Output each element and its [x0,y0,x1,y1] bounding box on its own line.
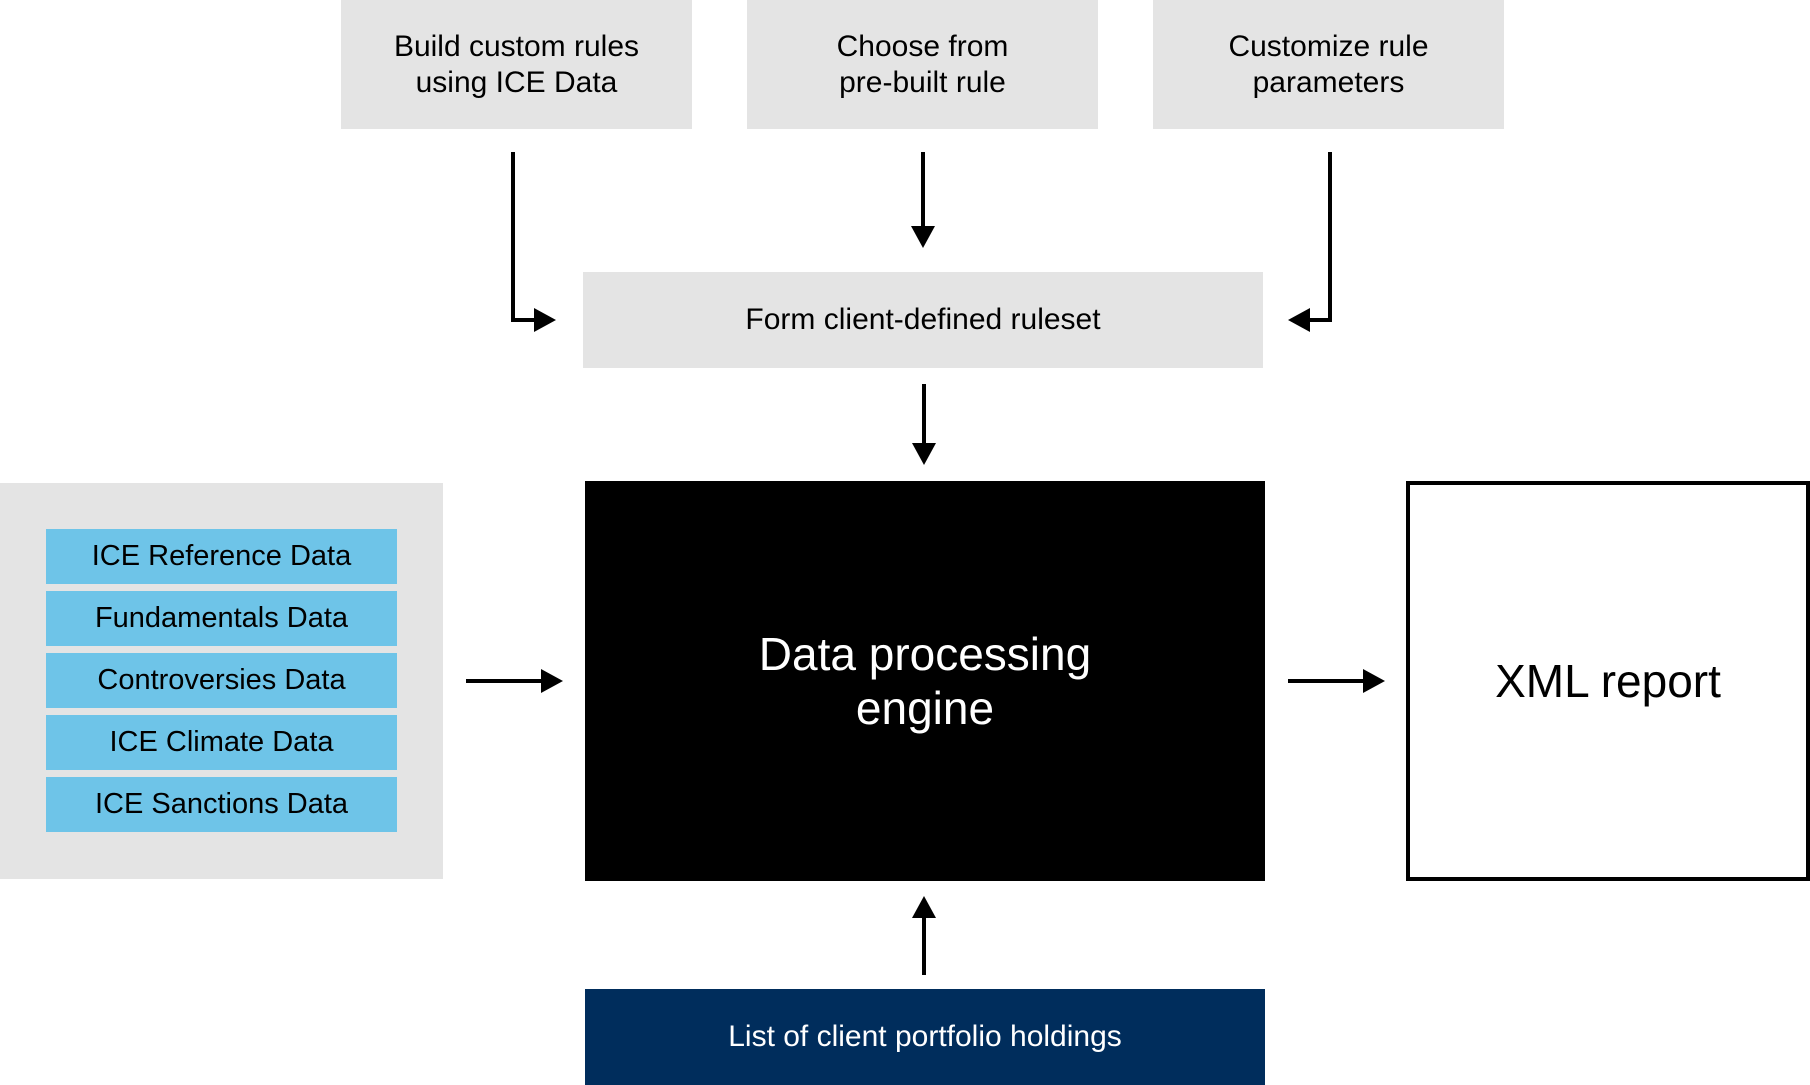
data-source-item: Fundamentals Data [46,591,397,646]
arrow-customize-to-ruleset [1308,152,1332,322]
data-sources-panel: ICE Reference Data Fundamentals Data Con… [0,483,443,879]
portfolio-holdings-box: List of client portfolio holdings [585,989,1265,1085]
arrowhead-sources [541,669,563,693]
arrowhead-customize [1288,308,1310,332]
choose-prebuilt-rule-box: Choose from pre-built rule [747,0,1098,129]
arrow-build-to-ruleset [511,152,536,322]
data-source-item: Controversies Data [46,653,397,708]
choose-prebuilt-rule-line2: pre-built rule [839,65,1006,99]
arrowhead-engine [1363,669,1385,693]
data-processing-engine-box: Data processing engine [585,481,1265,881]
customize-rule-parameters-line2: parameters [1252,65,1405,99]
xml-report-box: XML report [1406,481,1810,881]
data-source-item: ICE Climate Data [46,715,397,770]
engine-label-line1: Data processing [758,628,1092,680]
build-custom-rules-box: Build custom rules using ICE Data [341,0,692,129]
customize-rule-parameters-line1: Customize rule [1228,29,1429,63]
arrowhead-holdings [912,896,936,918]
arrowhead-ruleset [912,443,936,465]
client-ruleset-box: Form client-defined ruleset [583,272,1263,368]
data-source-item: ICE Sanctions Data [46,777,397,832]
client-ruleset-label: Form client-defined ruleset [745,303,1101,336]
data-source-item: ICE Reference Data [46,529,397,584]
engine-label-line2: engine [855,682,995,734]
choose-prebuilt-rule-line1: Choose from [836,29,1009,63]
portfolio-holdings-label: List of client portfolio holdings [728,1020,1122,1053]
xml-report-label: XML report [1495,655,1721,707]
customize-rule-parameters-box: Customize rule parameters [1153,0,1504,129]
arrowhead-build [534,308,556,332]
build-custom-rules-line2: using ICE Data [415,65,618,99]
arrowhead-choose [911,226,935,248]
build-custom-rules-line1: Build custom rules [393,29,640,63]
